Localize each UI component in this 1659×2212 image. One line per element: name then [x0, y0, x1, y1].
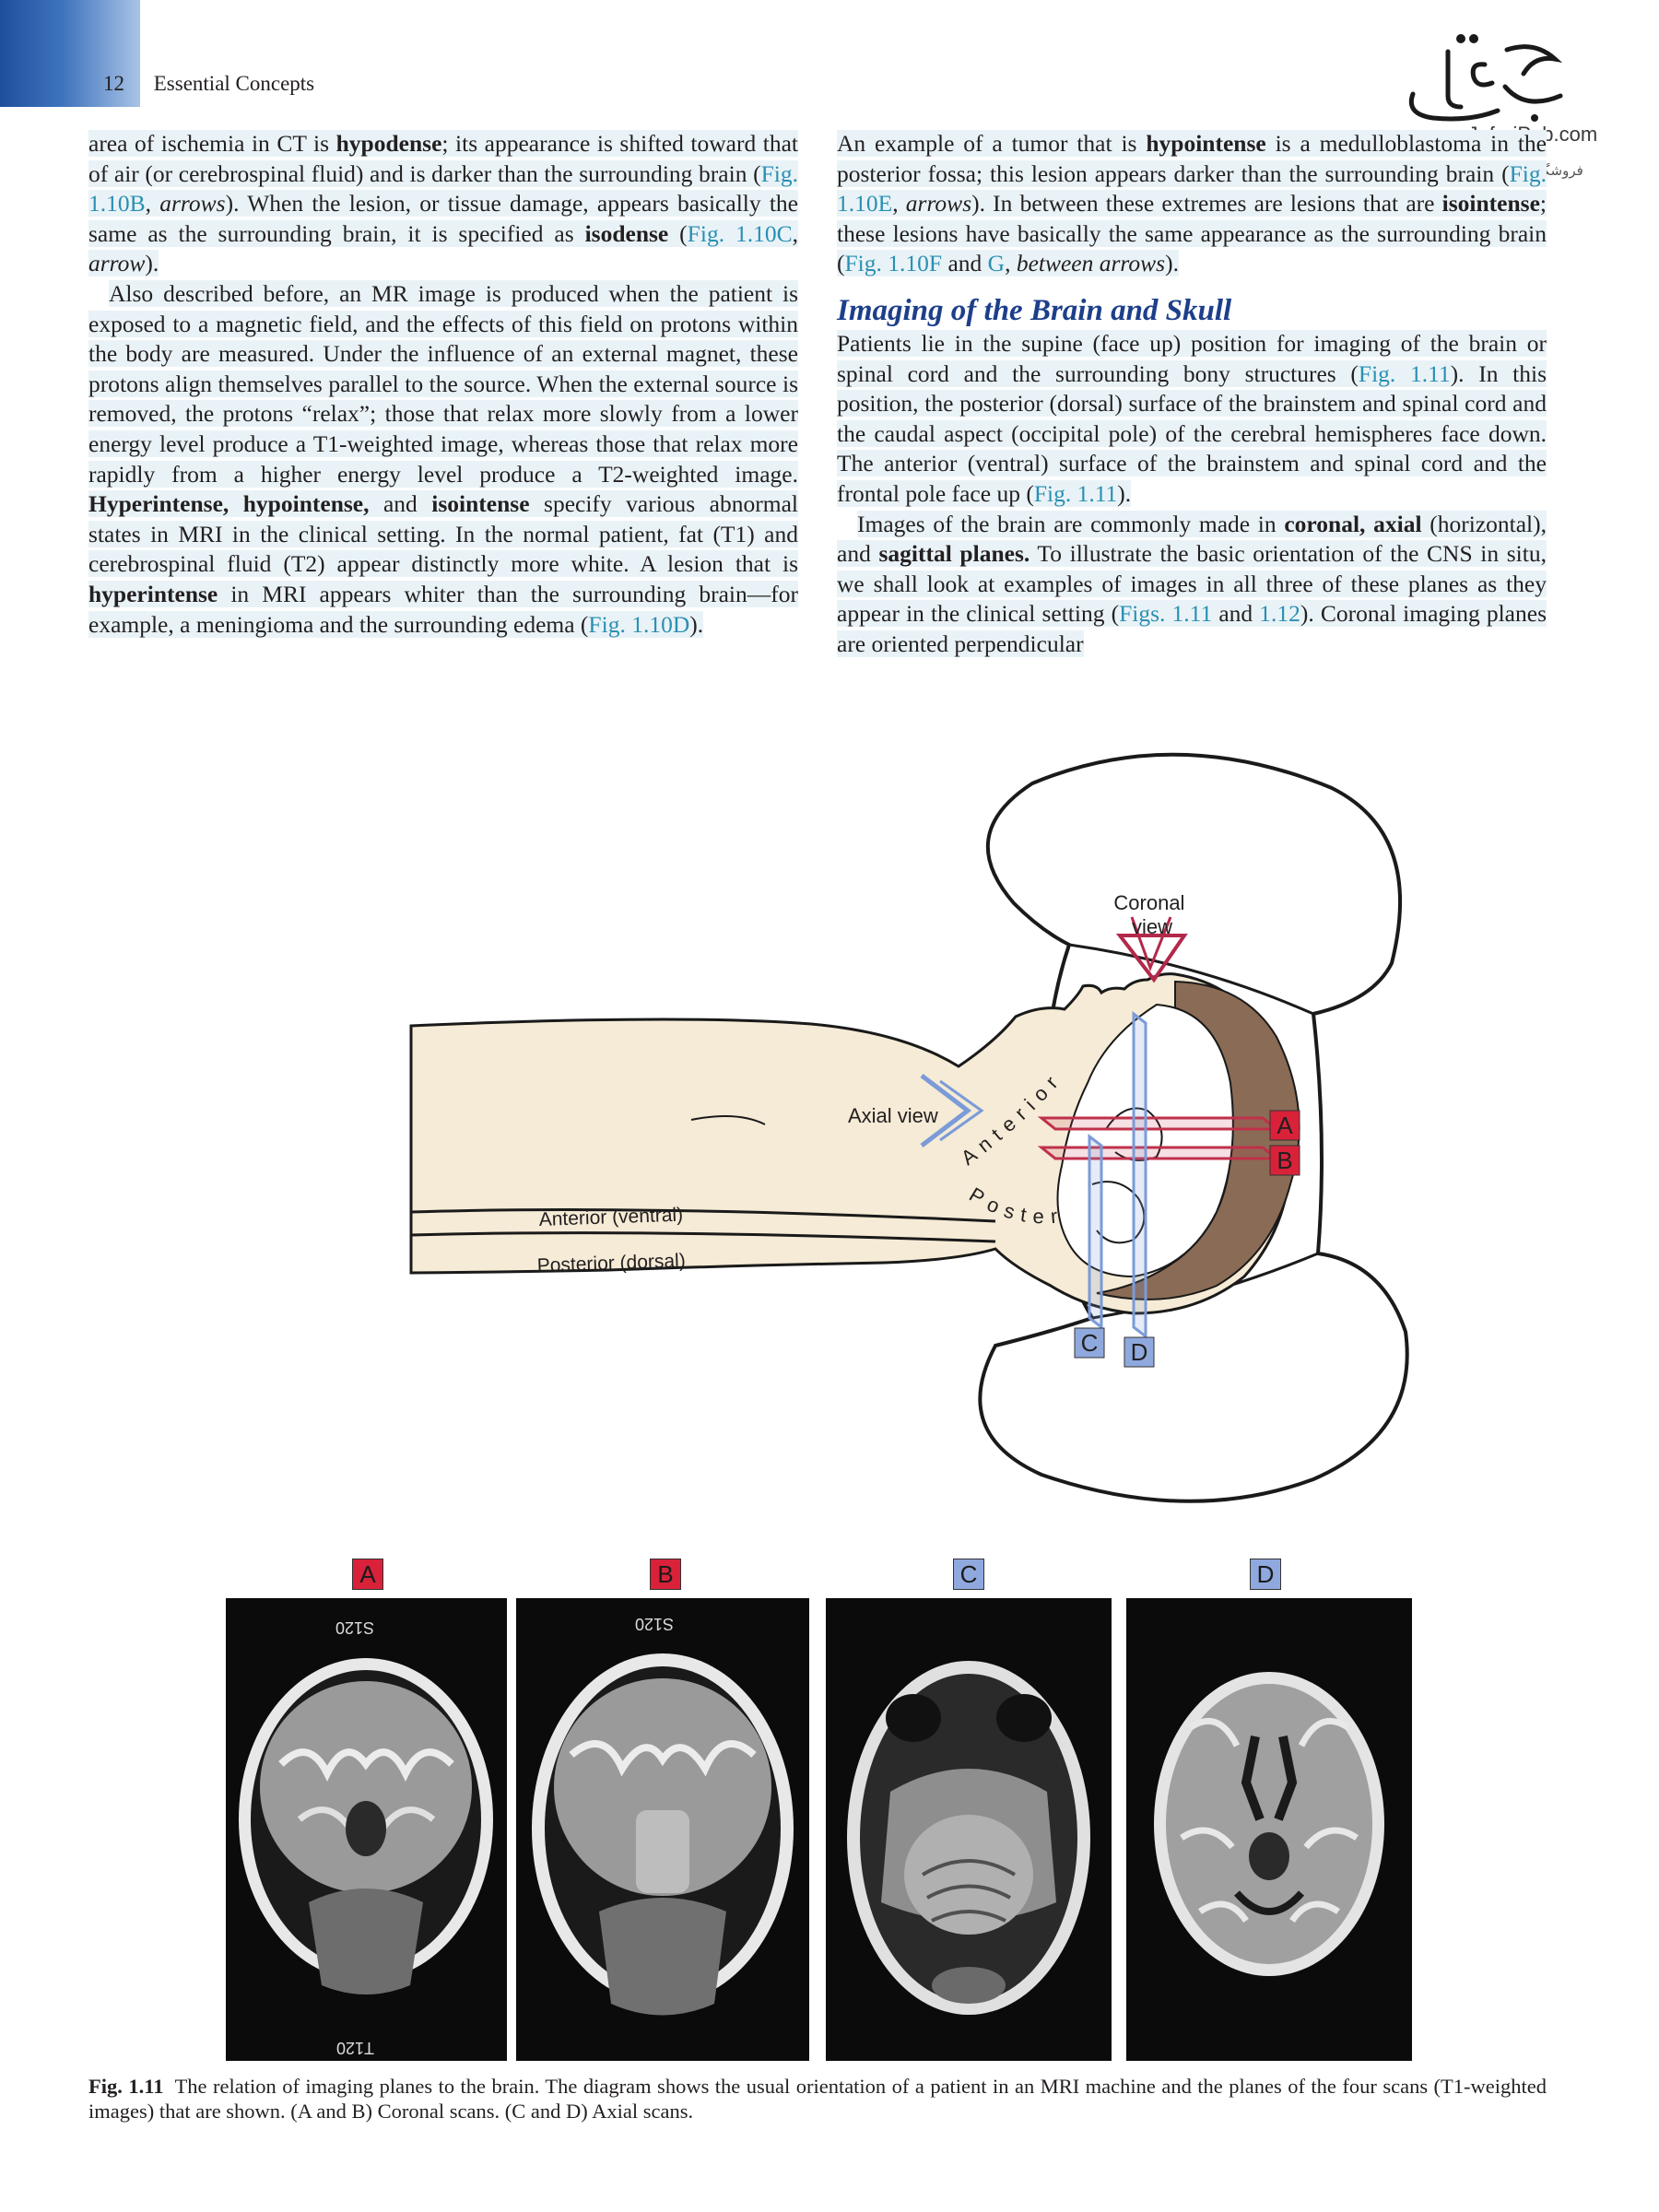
text-run: ,	[1005, 250, 1017, 277]
figure-reference-link[interactable]: Fig. 1.10D	[588, 610, 690, 638]
svg-text:T120: T120	[336, 2039, 374, 2057]
text-run: hyperintense	[88, 580, 218, 607]
right-text-column: An example of a tumor that is hypointens…	[837, 129, 1547, 660]
text-run: ).	[689, 610, 704, 638]
text-run: sagittal planes.	[878, 540, 1030, 568]
plane-a	[1037, 1116, 1281, 1131]
text-run: and	[369, 490, 432, 518]
scan-label-c: C	[953, 1559, 984, 1590]
text-run: ).	[145, 250, 159, 277]
text-run: An example of a tumor that is	[837, 130, 1147, 157]
figure-reference-link[interactable]: Fig. 1.10E	[837, 159, 1547, 218]
svg-text:S120: S120	[335, 1618, 374, 1637]
text-run: ). Coronal imaging planes are oriented p…	[837, 600, 1547, 657]
page-corner-tab	[0, 0, 140, 107]
anterior-ventral-label: Anterior (ventral)	[538, 1205, 683, 1230]
plane-d	[1132, 1010, 1147, 1340]
text-run: arrows	[905, 190, 972, 218]
text-run: ).	[1165, 250, 1179, 277]
figure-reference-link[interactable]: Fig. 1.11	[1033, 479, 1118, 507]
svg-text:S120: S120	[635, 1615, 674, 1633]
text-run: ). When the lesion, or tissue damage, ap…	[88, 190, 798, 247]
mri-orientation-diagram: Coronal view Axial view Anterior Posteri…	[406, 733, 1585, 1525]
coronal-view-arrow	[1115, 934, 1188, 983]
posterior-dorsal-label: Posterior (dorsal)	[536, 1250, 686, 1277]
text-run: and	[942, 250, 988, 277]
figure-reference-link[interactable]: G	[987, 250, 1006, 277]
text-run: ).	[1117, 479, 1132, 507]
plane-label-b: B	[1277, 1147, 1292, 1174]
text-run: To illustrate the basic orientation of t…	[837, 540, 1547, 628]
mri-scan-c	[826, 1598, 1112, 2061]
text-run: specify various abnormal states in MRI i…	[88, 490, 798, 578]
figure-reference-link[interactable]: Fig. 1.10B	[88, 159, 798, 218]
mri-scan-d	[1126, 1598, 1412, 2061]
figure-reference-link[interactable]: Fig. 1.11	[1358, 359, 1451, 387]
figure-reference-link[interactable]: Fig. 1.10F	[844, 250, 943, 277]
text-run: ). In this position, the posterior (dors…	[837, 359, 1547, 507]
left-text-column: area of ischemia in CT is hypodense; its…	[88, 129, 798, 640]
running-head-title: Essential Concepts	[153, 72, 315, 95]
text-run: in MRI appears whiter than the surroundi…	[88, 580, 798, 638]
figure-reference-link[interactable]: 1.12	[1259, 600, 1300, 628]
text-run: and	[1212, 600, 1260, 628]
diagram-svg: Coronal view Axial view Anterior Posteri…	[406, 733, 1409, 1503]
plane-label-d: D	[1131, 1338, 1148, 1366]
mri-scan-a: S120 T120	[226, 1598, 507, 2061]
text-run: arrow	[88, 250, 146, 277]
figure-number: Fig. 1.11	[88, 2075, 164, 2098]
page-number: 12	[103, 72, 124, 95]
text-run: isodense	[584, 219, 669, 247]
axial-view-label: Axial view	[848, 1104, 938, 1127]
text-run: (horizontal), and	[837, 510, 1547, 568]
text-run: arrows	[159, 190, 226, 218]
text-run: Patients lie in the supine (face up) pos…	[837, 329, 1547, 387]
scan-label-d: D	[1250, 1559, 1281, 1590]
text-run: ,	[145, 190, 160, 218]
plane-label-c: C	[1081, 1329, 1099, 1357]
text-run: (	[668, 219, 688, 247]
text-run: ). In between these extremes are lesions…	[971, 190, 1442, 218]
text-run: ; these lesions have basically the same …	[837, 190, 1547, 277]
text-run: is a medulloblastoma in the posterior fo…	[837, 130, 1547, 187]
scan-label-b: B	[650, 1559, 681, 1590]
text-run: isointense	[1441, 190, 1540, 218]
text-run: ,	[892, 190, 906, 218]
paragraph: Patients lie in the supine (face up) pos…	[837, 329, 1547, 510]
text-run: Hyperintense, hypointense,	[88, 490, 370, 518]
caption-text: The relation of imaging planes to the br…	[88, 2075, 1547, 2123]
paragraph: Images of the brain are commonly made in…	[837, 510, 1547, 660]
paragraph: An example of a tumor that is hypointens…	[837, 129, 1547, 279]
text-run: coronal, axial	[1284, 510, 1422, 537]
section-heading: Imaging of the Brain and Skull	[837, 293, 1232, 327]
publisher-logo	[1408, 34, 1563, 122]
text-run: isointense	[431, 490, 530, 518]
text-run: ,	[792, 219, 798, 247]
text-run: Images of the brain are commonly made in	[857, 510, 1285, 537]
running-head: 12 Essential Concepts	[103, 72, 314, 96]
scan-label-a: A	[352, 1559, 383, 1590]
text-run: hypodense	[335, 130, 442, 157]
plane-label-a: A	[1277, 1112, 1293, 1139]
paragraph: area of ischemia in CT is hypodense; its…	[88, 129, 798, 279]
figure-caption: Fig. 1.11 The relation of imaging planes…	[88, 2074, 1547, 2124]
axial-view-arrow	[920, 1074, 972, 1147]
coronal-view-label: Coronal view	[1113, 891, 1190, 938]
figure-reference-link[interactable]: Fig. 1.10C	[687, 219, 793, 247]
plane-c	[1088, 1133, 1103, 1331]
text-run: hypointense	[1146, 130, 1266, 157]
text-run: Also described before, an MR image is pr…	[88, 279, 798, 488]
text-run: area of ischemia in CT is	[88, 130, 336, 157]
text-run: ; its appearance is shifted toward that …	[88, 130, 798, 187]
figure-reference-link[interactable]: Figs. 1.11	[1119, 600, 1213, 628]
text-run: between arrows	[1016, 250, 1166, 277]
plane-b	[1037, 1146, 1281, 1160]
paragraph: Also described before, an MR image is pr…	[88, 279, 798, 640]
mri-scan-b: S120	[516, 1598, 809, 2061]
